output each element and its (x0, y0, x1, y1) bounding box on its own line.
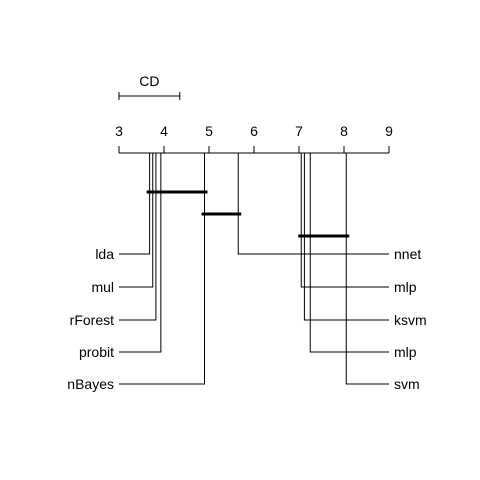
method-connector-left (119, 153, 151, 255)
method-label: nBayes (67, 376, 114, 392)
axis-tick-label: 9 (385, 123, 393, 139)
method-label: mul (91, 279, 114, 295)
method-label: lda (95, 246, 114, 262)
cd-bar-group: CD (118, 73, 181, 100)
clique-bars (146, 190, 350, 238)
method-label: ksvm (394, 312, 427, 328)
axis-tick-label: 4 (160, 123, 168, 139)
method-connector-right (300, 153, 389, 288)
method-connector-left (119, 153, 157, 321)
axis-tick-label: 6 (250, 123, 258, 139)
method-connector-left (119, 153, 205, 385)
method-label: rForest (70, 312, 114, 328)
method-connector-right (303, 153, 389, 321)
method-connector-right (345, 153, 389, 385)
axis-tick-label: 3 (115, 123, 123, 139)
method-connector-left (119, 153, 154, 288)
method-label: mlp (394, 279, 417, 295)
axis-tick-label: 7 (295, 123, 303, 139)
axis-tick-label: 5 (205, 123, 213, 139)
method-label: nnet (394, 246, 421, 262)
method-connector-right (309, 153, 389, 353)
cd-label: CD (139, 73, 159, 89)
method-connectors: lda mul rForest probit nBayes nnet mlp ksvm mlp s… (67, 153, 427, 392)
method-connector-left (119, 153, 162, 353)
method-label: probit (79, 344, 114, 360)
method-label: svm (394, 376, 420, 392)
axis-tick-label: 8 (340, 123, 348, 139)
method-label: mlp (394, 344, 417, 360)
rank-axis: 3 4 5 6 7 8 9 (115, 123, 393, 154)
method-connector-right (237, 153, 389, 255)
